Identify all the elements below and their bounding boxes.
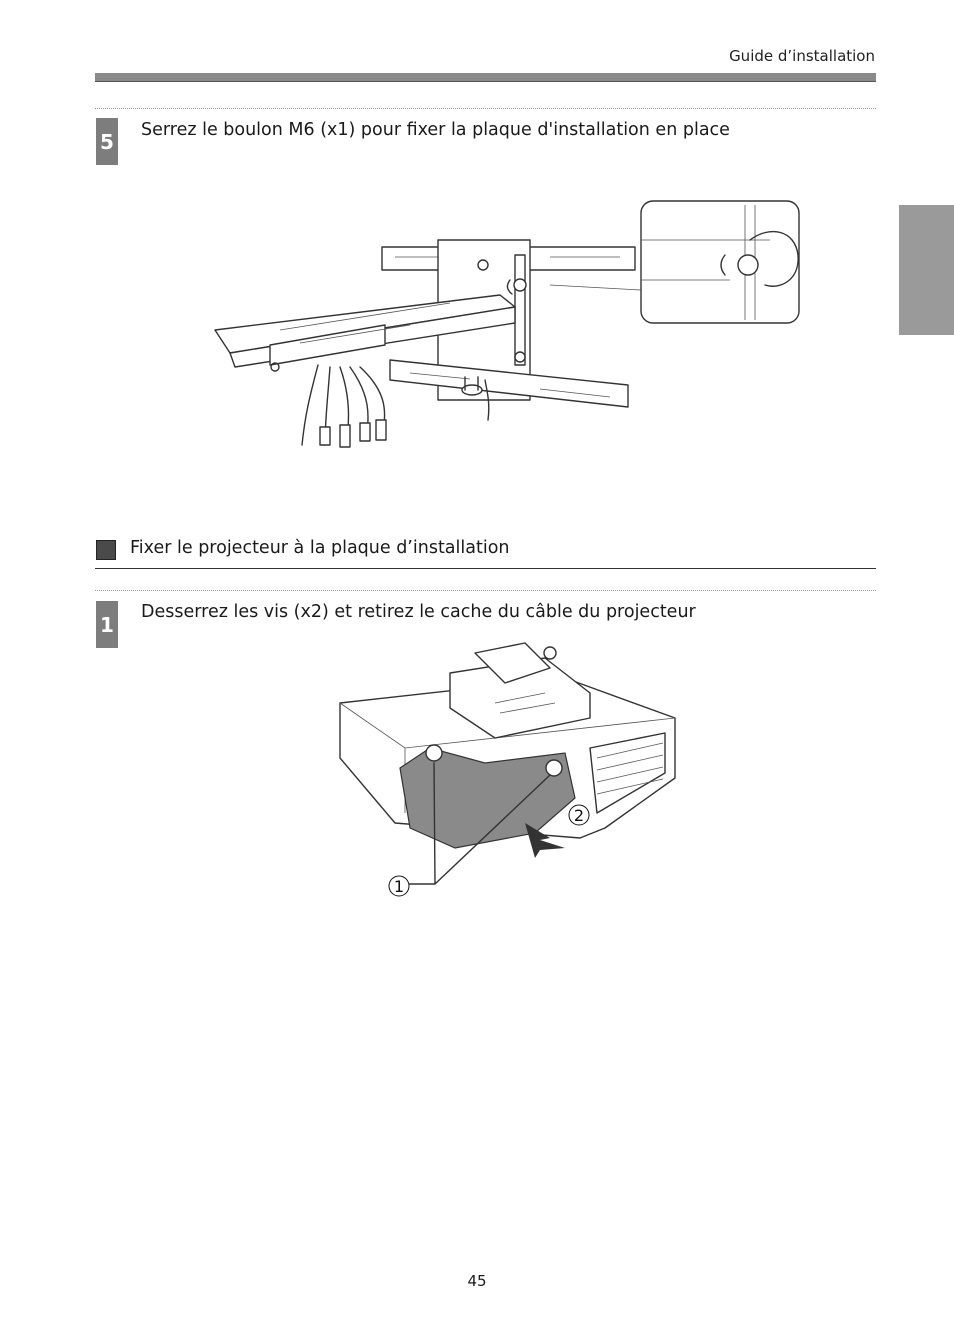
step-instruction: Desserrez les vis (x2) et retirez le cac…	[141, 602, 696, 622]
page-number: 45	[467, 1272, 487, 1290]
chapter-tab	[899, 205, 954, 335]
section-marker	[96, 540, 116, 560]
section-title: Fixer le projecteur à la plaque d’instal…	[130, 538, 510, 558]
callout-number: 2	[574, 806, 584, 825]
dotted-divider	[95, 108, 876, 109]
step-badge: 1	[96, 601, 118, 648]
callout-number: 1	[394, 877, 404, 896]
projector-cable-cover-illustration: 2 1	[339, 642, 676, 897]
step-badge: 5	[96, 118, 118, 165]
header-rule	[95, 73, 876, 82]
section-rule	[95, 568, 876, 569]
step-instruction: Serrez le boulon M6 (x1) pour fixer la p…	[141, 120, 730, 140]
running-header: Guide d’installation	[729, 47, 875, 65]
dotted-divider	[95, 590, 876, 591]
mounting-plate-illustration	[214, 200, 800, 448]
